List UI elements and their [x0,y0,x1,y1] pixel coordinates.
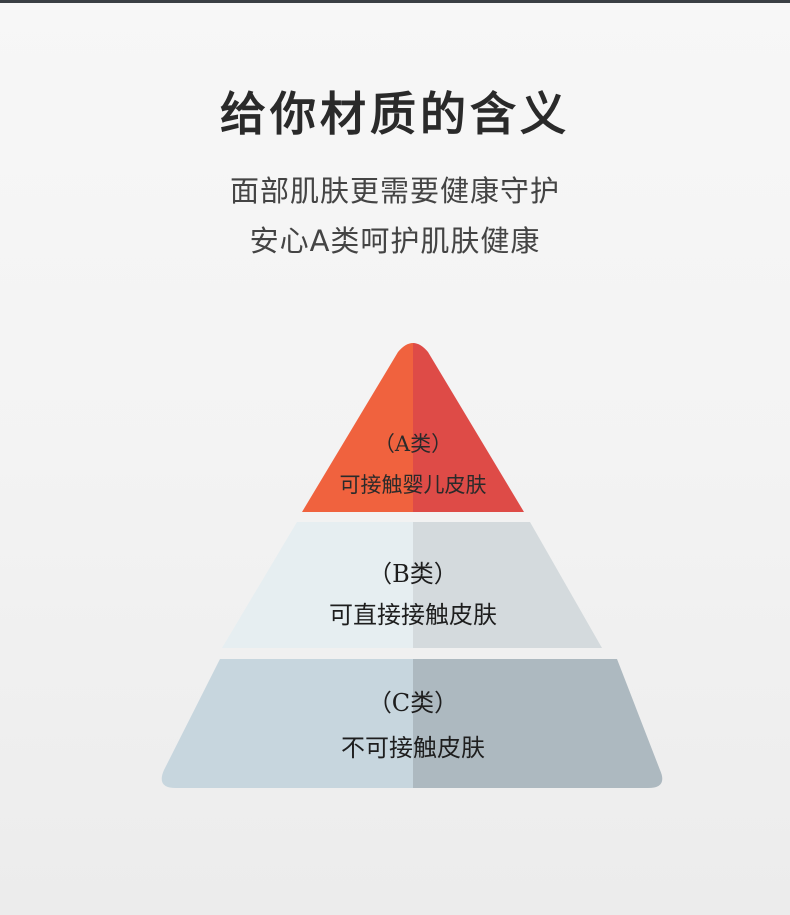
subtitle-line-2: 安心A类呵护肌肤健康 [249,224,541,258]
tier-c: （C类） 不可接触皮肤 [161,659,663,788]
tier-b: （B类） 可直接接触皮肤 [222,522,602,648]
tier-a-desc: 可接触婴儿皮肤 [340,473,487,497]
page-title: 给你材质的含义 [220,87,570,141]
tier-c-grade: （C类） [368,689,458,717]
tier-b-desc: 可直接接触皮肤 [329,601,497,629]
top-border [0,0,790,3]
tier-a: （A类） 可接触婴儿皮肤 [302,343,524,512]
tier-a-grade: （A类） [374,432,452,456]
subtitle-line-1: 面部肌肤更需要健康守护 [229,174,560,208]
tier-b-grade: （B类） [368,560,458,588]
tier-c-desc: 不可接触皮肤 [341,734,485,762]
